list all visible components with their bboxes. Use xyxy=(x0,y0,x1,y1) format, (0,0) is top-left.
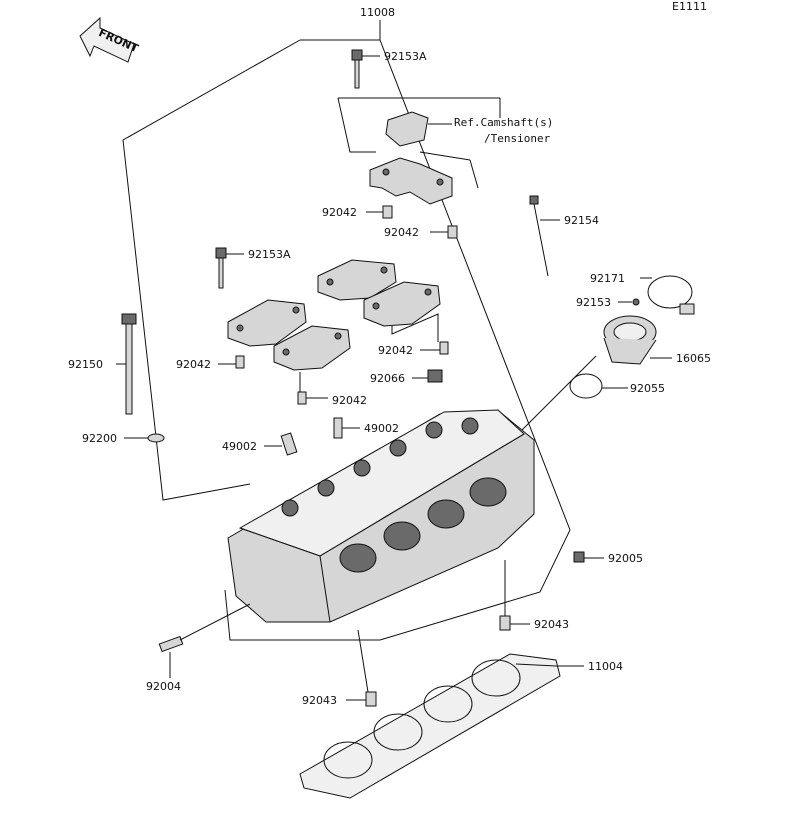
bolt-92153A-mid xyxy=(215,247,244,289)
camshaft-cap-3 xyxy=(363,281,441,327)
callout-92005: 92005 xyxy=(608,552,643,565)
callout-92066: 92066 xyxy=(370,372,405,385)
callout-92043-b: 92043 xyxy=(302,694,337,707)
callout-11008: 11008 xyxy=(360,6,395,19)
callout-92042-e: 92042 xyxy=(332,394,367,407)
holder-16065 xyxy=(603,315,672,365)
clamp-92171 xyxy=(640,275,695,315)
assembly-outline xyxy=(122,20,571,641)
callout-92153A-mid: 92153A xyxy=(248,248,291,261)
callout-92042-a: 92042 xyxy=(322,206,357,219)
valve-springs xyxy=(281,417,479,517)
o-ring-92055 xyxy=(515,355,628,437)
callout-92171: 92171 xyxy=(590,272,625,285)
stud-92154 xyxy=(529,195,560,277)
callout-49002-b: 49002 xyxy=(364,422,399,435)
callout-92200: 92200 xyxy=(82,432,117,445)
valve-guide-49002-b xyxy=(333,417,360,439)
callout-92153A-top: 92153A xyxy=(384,50,427,63)
bolt-92150 xyxy=(116,313,137,415)
bolt-92153A-top xyxy=(351,49,380,89)
diagram-code: E1111 xyxy=(672,0,707,13)
camshaft-cap-1 xyxy=(317,259,397,301)
fitting-92005 xyxy=(573,551,604,563)
camshaft-cap-center xyxy=(369,157,453,205)
callout-92153: 92153 xyxy=(576,296,611,309)
dowel-92042-e xyxy=(297,372,328,405)
stud-92004 xyxy=(158,603,251,678)
camshaft-ref-bracket xyxy=(385,111,452,147)
callout-92154: 92154 xyxy=(564,214,599,227)
combustion-ports xyxy=(339,477,507,573)
dowel-92043-b xyxy=(346,629,377,707)
callout-92055: 92055 xyxy=(630,382,665,395)
callout-92042-d: 92042 xyxy=(378,344,413,357)
cylinder-head-body xyxy=(227,409,535,623)
callout-16065: 16065 xyxy=(676,352,711,365)
ref-line-1: Ref.Camshaft(s) xyxy=(454,116,553,129)
dowel-92042-d xyxy=(391,313,449,355)
dowel-92042-c xyxy=(218,355,245,369)
camshaft-cap-2 xyxy=(227,299,307,347)
screw-92153 xyxy=(618,298,640,306)
valve-guide-49002-a xyxy=(264,432,298,456)
front-arrow-icon: FRONT xyxy=(79,16,141,63)
plug-92066 xyxy=(412,369,443,383)
dowel-92042-a xyxy=(366,205,393,219)
camshaft-cap-4 xyxy=(273,325,351,371)
callout-92043-a: 92043 xyxy=(534,618,569,631)
callout-92042-c: 92042 xyxy=(176,358,211,371)
callout-92150: 92150 xyxy=(68,358,103,371)
dowel-92042-b xyxy=(430,225,458,239)
head-gasket-11004 xyxy=(299,653,584,799)
ref-line-2: /Tensioner xyxy=(484,132,551,145)
callout-49002-a: 49002 xyxy=(222,440,257,453)
callout-92042-b: 92042 xyxy=(384,226,419,239)
callout-92004: 92004 xyxy=(146,680,181,693)
washer-92200 xyxy=(124,433,165,443)
dowel-92043-a xyxy=(499,560,530,631)
callout-11004: 11004 xyxy=(588,660,623,673)
